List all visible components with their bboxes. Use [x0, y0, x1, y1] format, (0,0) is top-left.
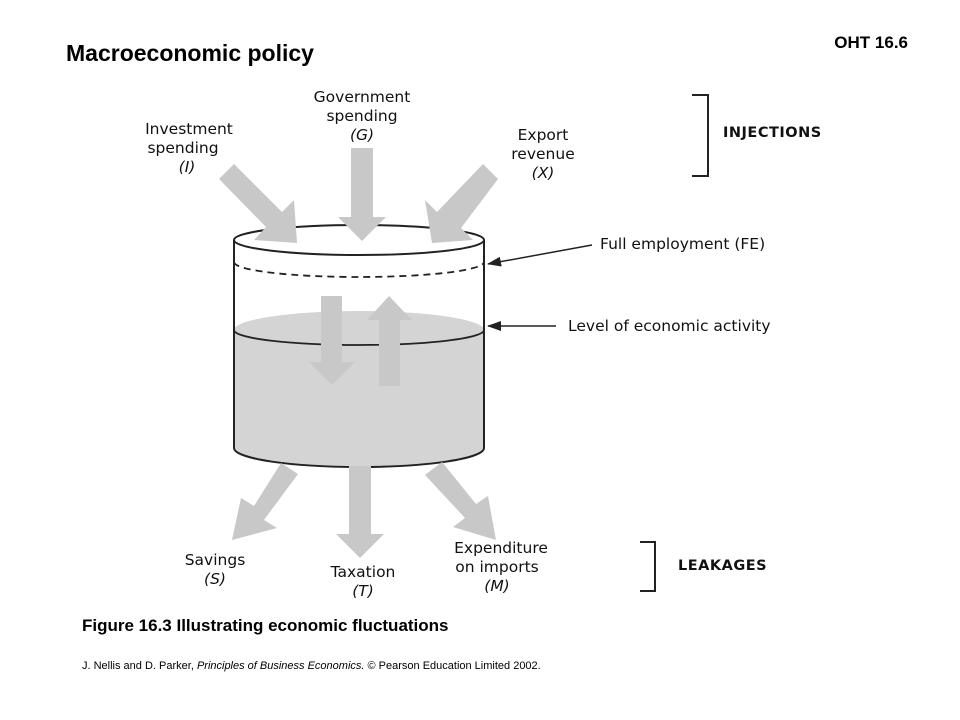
investment-arrow	[219, 164, 297, 243]
svg-text:on imports: on imports	[455, 558, 539, 576]
full-employment-label: Full employment (FE)	[600, 235, 765, 253]
credit-authors: J. Nellis and D. Parker,	[82, 660, 197, 672]
imports-label: Expenditure on imports (M)	[454, 539, 548, 595]
source-credit: J. Nellis and D. Parker, Principles of B…	[82, 660, 541, 672]
economic-activity-label: Level of economic activity	[568, 317, 771, 335]
government-label: Government spending (G)	[314, 88, 411, 144]
leakage-arrows	[232, 462, 496, 558]
page-title: Macroeconomic policy	[66, 40, 314, 66]
full-employment-pointer	[487, 244, 593, 267]
svg-text:Savings: Savings	[185, 551, 246, 569]
economy-tank	[233, 224, 485, 468]
leakages-bracket	[640, 541, 656, 592]
imports-arrow	[425, 462, 496, 540]
leakages-label: LEAKAGES	[678, 558, 767, 574]
credit-book-title: Principles of Business Economics.	[196, 660, 365, 672]
svg-text:spending: spending	[147, 139, 218, 157]
tank-liquid	[234, 311, 484, 467]
svg-text:Expenditure: Expenditure	[454, 539, 548, 557]
investment-label: Investment spending (I)	[145, 120, 233, 176]
savings-arrow	[232, 463, 298, 540]
taxation-arrow	[336, 466, 384, 558]
savings-label: Savings (S)	[185, 551, 246, 588]
full-employment-line	[233, 261, 485, 278]
fluctuation-down-arrow	[309, 296, 355, 385]
credit-copyright: © Pearson Education Limited 2002.	[364, 660, 541, 672]
taxation-label: Taxation (T)	[330, 563, 396, 600]
slide-reference: OHT 16.6	[834, 33, 908, 52]
injections-label: INJECTIONS	[723, 125, 822, 141]
activity-level-line	[233, 329, 485, 346]
svg-text:Government: Government	[314, 88, 411, 106]
exports-label: Export revenue (X)	[511, 126, 574, 182]
svg-text:Taxation: Taxation	[330, 563, 396, 581]
government-arrow	[338, 148, 386, 241]
injection-arrows	[219, 148, 498, 243]
svg-text:Export: Export	[518, 126, 569, 144]
svg-text:spending: spending	[326, 107, 397, 125]
injections-bracket	[692, 94, 709, 177]
svg-text:(S): (S)	[204, 570, 226, 588]
svg-text:revenue: revenue	[511, 145, 574, 163]
svg-text:(I): (I)	[179, 158, 196, 176]
svg-text:(M): (M)	[484, 577, 509, 595]
svg-text:(T): (T)	[352, 582, 374, 600]
figure-caption: Figure 16.3 Illustrating economic fluctu…	[82, 616, 449, 635]
fluctuation-up-arrow	[367, 296, 412, 386]
exports-arrow	[425, 164, 498, 243]
svg-text:Investment: Investment	[145, 120, 233, 138]
svg-text:(G): (G)	[350, 126, 374, 144]
svg-text:(X): (X)	[532, 164, 555, 182]
